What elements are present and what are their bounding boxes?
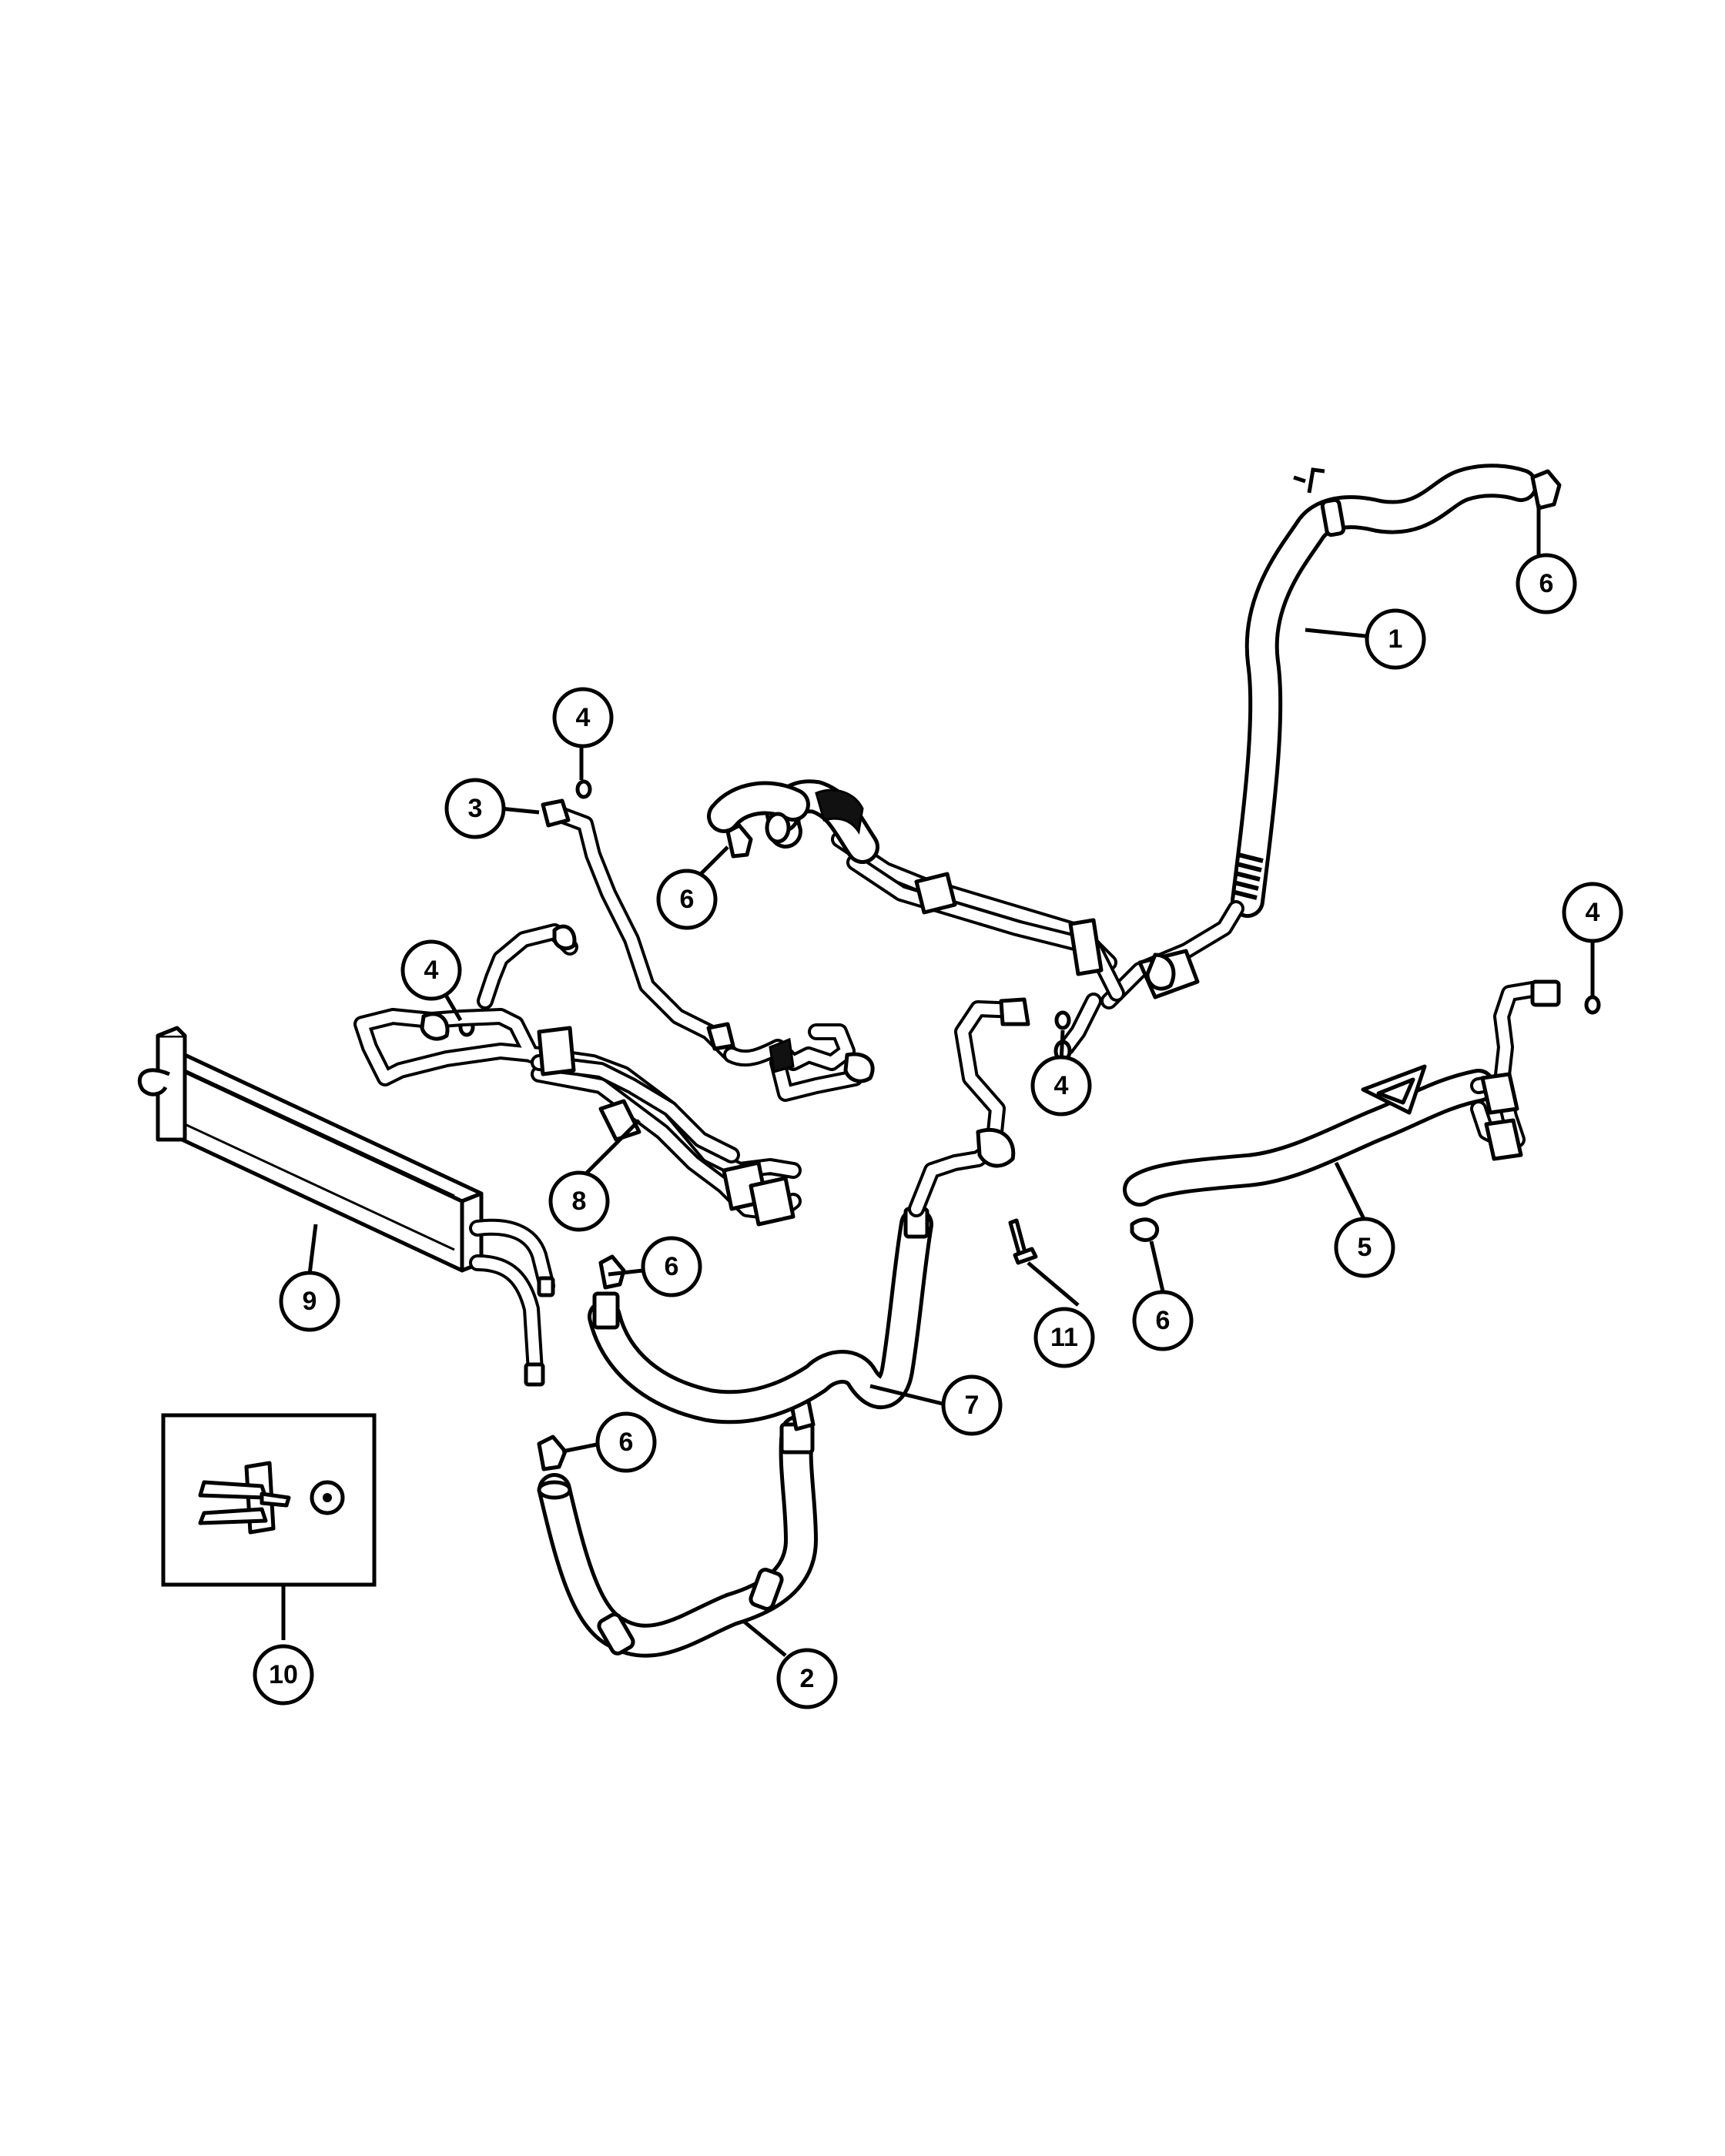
svg-text:7: 7 — [965, 1391, 980, 1420]
part-7-pressure-line — [588, 997, 1030, 1424]
svg-text:9: 9 — [303, 1287, 317, 1316]
svg-text:8: 8 — [572, 1187, 587, 1216]
svg-text:4: 4 — [424, 956, 439, 985]
svg-text:6: 6 — [619, 1428, 634, 1457]
svg-text:4: 4 — [1586, 898, 1600, 927]
callout-10: 10 — [253, 1644, 314, 1706]
callout-1: 1 — [1365, 608, 1426, 670]
callout-6-lower: 6 — [595, 1411, 657, 1473]
svg-text:5: 5 — [1358, 1233, 1372, 1262]
callout-4-upper-left: 4 — [552, 687, 614, 748]
callout-4-right: 4 — [1562, 882, 1623, 943]
svg-text:2: 2 — [800, 1664, 815, 1693]
svg-text:4: 4 — [1054, 1071, 1069, 1100]
callout-6-right: 6 — [1132, 1290, 1194, 1351]
callout-6-upper-middle: 6 — [656, 869, 718, 930]
callout-6-middle: 6 — [641, 1236, 702, 1297]
svg-text:3: 3 — [468, 794, 483, 823]
part-11-push-pin — [1008, 1218, 1038, 1265]
part-10-hardware-kit-inset — [161, 1413, 377, 1587]
callout-8: 8 — [548, 1170, 610, 1232]
callout-11: 11 — [1033, 1307, 1095, 1368]
part-1-pressure-hose-assembly — [707, 464, 1538, 1063]
callout-2: 2 — [776, 1648, 838, 1709]
callout-7: 7 — [941, 1374, 1003, 1436]
svg-text:6: 6 — [1156, 1306, 1171, 1335]
part-5-hose-and-line — [1123, 979, 1561, 1207]
svg-text:10: 10 — [269, 1660, 298, 1689]
part-9-steering-cooler — [137, 1026, 555, 1387]
svg-text:6: 6 — [665, 1252, 679, 1281]
part-3-metal-line — [541, 798, 875, 1102]
callout-6-top-right: 6 — [1516, 553, 1577, 614]
callout-4-center: 4 — [1030, 1055, 1092, 1116]
callout-3: 3 — [444, 778, 506, 839]
svg-text:4: 4 — [576, 703, 591, 732]
part-4-o-rings — [458, 779, 1601, 1037]
callout-4-left: 4 — [400, 939, 462, 1001]
callout-5: 5 — [1334, 1217, 1395, 1278]
svg-text:6: 6 — [680, 885, 695, 914]
callout-9: 9 — [279, 1270, 340, 1332]
svg-text:11: 11 — [1050, 1323, 1078, 1352]
part-2-return-hose — [537, 1399, 818, 1658]
part-8-cooler-lines — [353, 923, 802, 1227]
svg-text:1: 1 — [1388, 624, 1403, 654]
svg-text:6: 6 — [1539, 569, 1554, 598]
